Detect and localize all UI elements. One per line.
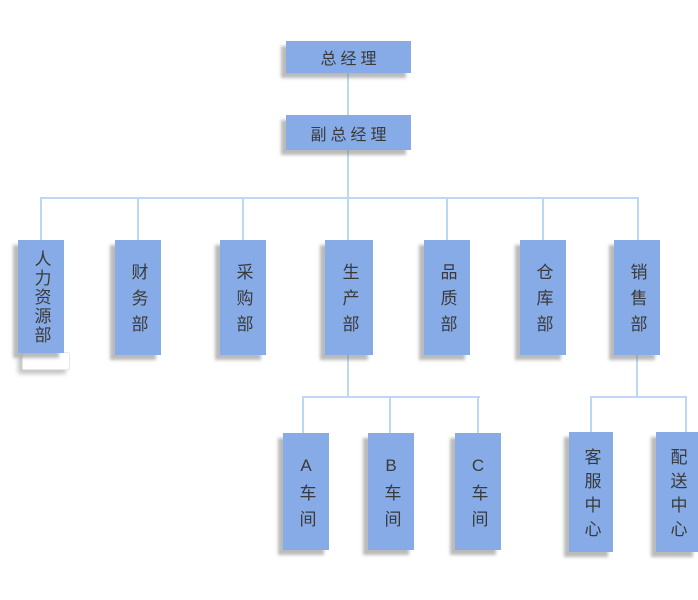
node-label: 品质部 [437,263,457,341]
connector-drop-sales [637,198,639,240]
connector-drop-workshop-c [477,397,479,433]
org-node-workshop-b: B车间 [368,433,414,550]
connector-drop-workshop-b [389,397,391,433]
node-label: 仓库部 [533,263,553,341]
connector-drop-production [347,198,349,240]
node-label: 副总经理 [310,126,391,144]
org-node-purchasing-department: 采购部 [220,240,266,355]
org-node-finance-department: 财务部 [115,240,161,355]
node-label: 人力资源部 [31,250,51,345]
node-label: 生产部 [339,263,359,341]
connector-sales-stub [636,355,638,397]
connector-production-stub [347,355,349,397]
connector-drop-quality [446,198,448,240]
node-label: A车间 [296,456,316,536]
node-label: 销售部 [627,263,647,341]
node-label: B车间 [381,456,401,536]
org-node-workshop-a: A车间 [283,433,329,550]
org-node-warehouse-department: 仓库部 [520,240,566,355]
node-label: 客服中心 [581,447,601,544]
org-node-quality-department: 品质部 [424,240,470,355]
node-label: 总经理 [320,51,381,68]
connector-drop-finance [137,198,139,240]
org-node-general-manager: 总经理 [286,41,411,73]
connector-level1-bus [40,197,639,199]
org-node-production-department: 生产部 [325,240,373,355]
connector-root-to-deputy [347,73,349,115]
connector-deputy-to-bus [347,148,349,198]
org-node-delivery-center: 配送中心 [656,432,698,552]
connector-drop-purchasing [242,198,244,240]
connector-drop-delivery-center [685,397,687,433]
org-node-sales-department: 销售部 [614,240,660,355]
empty-node-box [22,352,70,370]
org-node-hr-department: 人力资源部 [18,240,64,353]
connector-drop-warehouse [542,198,544,240]
node-label: 财务部 [128,263,148,341]
connector-production-bus [302,396,480,398]
org-node-customer-service-center: 客服中心 [569,432,613,552]
connector-drop-hr [40,198,42,240]
org-node-workshop-c: C车间 [455,433,501,550]
connector-drop-workshop-a [302,397,304,433]
connector-sales-bus [590,396,687,398]
connector-drop-service-center [590,397,592,433]
node-label: 采购部 [233,263,253,341]
node-label: C车间 [468,456,488,536]
org-node-deputy-general-manager: 副总经理 [286,115,411,150]
node-label: 配送中心 [667,447,687,544]
